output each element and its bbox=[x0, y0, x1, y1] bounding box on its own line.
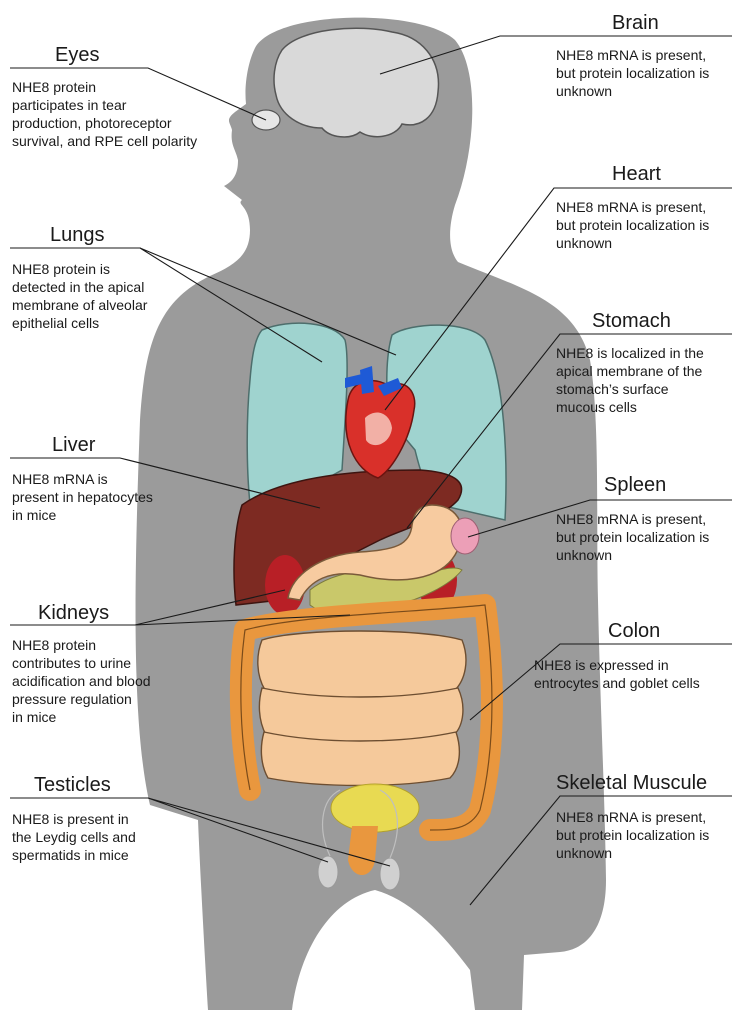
desc-line: stomach’s surface bbox=[556, 381, 669, 397]
skeletal-muscle-title: Skeletal Muscule bbox=[556, 772, 708, 794]
liver-desc: NHE8 mRNA is present in hepatocytes in m… bbox=[12, 470, 153, 524]
desc-line: pressure regulation bbox=[12, 691, 132, 707]
desc-line: participates in tear bbox=[12, 97, 127, 113]
stomach-leader bbox=[406, 333, 732, 529]
liver-leader bbox=[10, 457, 321, 509]
brain-leader bbox=[379, 35, 732, 75]
heart-title: Heart bbox=[612, 163, 661, 185]
callout-lines bbox=[10, 35, 732, 906]
spleen-title: Spleen bbox=[604, 474, 667, 496]
testicles-desc: NHE8 is present in the Leydig cells and … bbox=[12, 810, 136, 864]
desc-line: NHE8 is localized in the bbox=[556, 345, 704, 361]
desc-line: contributes to urine bbox=[12, 655, 132, 671]
lungs-desc: NHE8 protein is detected in the apical m… bbox=[12, 260, 147, 332]
brain-shape bbox=[273, 27, 440, 138]
lungs-leader bbox=[10, 247, 397, 363]
desc-line: detected in the apical bbox=[12, 279, 145, 295]
colon-desc: NHE8 is expressed in entrocytes and gobl… bbox=[534, 656, 700, 692]
eyes-title: Eyes bbox=[55, 44, 100, 66]
left-lung-shape bbox=[246, 322, 348, 522]
colon-leader bbox=[469, 643, 732, 721]
desc-line: apical membrane of the bbox=[556, 363, 703, 379]
desc-line: unknown bbox=[556, 845, 613, 861]
desc-line: acidification and blood bbox=[12, 673, 151, 689]
spleen-shape bbox=[450, 517, 480, 555]
desc-line: spermatids in mice bbox=[12, 847, 129, 863]
liver-title: Liver bbox=[52, 434, 96, 456]
desc-line: mucous cells bbox=[556, 399, 637, 415]
desc-line: NHE8 mRNA is present, bbox=[556, 809, 707, 825]
desc-line: membrane of alveolar bbox=[12, 297, 148, 313]
heart-leader bbox=[384, 187, 732, 411]
spleen-desc: NHE8 mRNA is present, but protein locali… bbox=[556, 510, 709, 564]
colon-title: Colon bbox=[608, 620, 661, 642]
stomach-desc: NHE8 is localized in the apical membrane… bbox=[556, 344, 704, 416]
brain-title: Brain bbox=[612, 12, 659, 34]
bladder-shape bbox=[330, 783, 420, 833]
desc-line: but protein localization is bbox=[556, 65, 710, 81]
lungs-title: Lungs bbox=[50, 224, 105, 246]
desc-line: NHE8 is present in bbox=[12, 811, 129, 827]
desc-line: but protein localization is bbox=[556, 529, 710, 545]
small-intestine-shape bbox=[257, 630, 467, 787]
desc-line: NHE8 mRNA is present, bbox=[556, 511, 707, 527]
left-kidney-shape bbox=[265, 555, 305, 615]
stomach-shape bbox=[287, 504, 463, 601]
desc-line: but protein localization is bbox=[556, 827, 710, 843]
desc-line: NHE8 mRNA is present, bbox=[556, 199, 707, 215]
desc-line: but protein localization is bbox=[556, 217, 710, 233]
desc-line: present in hepatocytes bbox=[12, 489, 153, 505]
desc-line: epithelial cells bbox=[12, 315, 100, 331]
desc-line: NHE8 is expressed in bbox=[534, 657, 669, 673]
genital-shape bbox=[348, 826, 378, 875]
desc-line: unknown bbox=[556, 83, 613, 99]
skeletal-muscle-desc: NHE8 mRNA is present, but protein locali… bbox=[556, 808, 709, 862]
eyes-leader bbox=[10, 67, 267, 121]
testicles-leader bbox=[10, 797, 391, 867]
desc-line: production, photoreceptor bbox=[12, 115, 172, 131]
desc-line: in mice bbox=[12, 709, 57, 725]
desc-line: NHE8 protein is bbox=[12, 261, 111, 277]
desc-line: entrocytes and goblet cells bbox=[534, 675, 700, 691]
heart-desc: NHE8 mRNA is present, but protein locali… bbox=[556, 198, 709, 252]
kidneys-leader bbox=[10, 589, 351, 626]
spleen-leader bbox=[467, 499, 732, 538]
stomach-title: Stomach bbox=[592, 310, 671, 332]
kidneys-title: Kidneys bbox=[38, 602, 110, 624]
left-testis-shape bbox=[317, 855, 339, 889]
skeletal-muscle-leader bbox=[469, 795, 732, 906]
colon-outline bbox=[240, 604, 493, 831]
right-testis-shape bbox=[379, 857, 401, 891]
desc-line: NHE8 protein bbox=[12, 79, 97, 95]
desc-line: NHE8 mRNA is present, bbox=[556, 47, 707, 63]
desc-line: the Leydig cells and bbox=[12, 829, 136, 845]
desc-line: unknown bbox=[556, 547, 613, 563]
desc-line: NHE8 protein bbox=[12, 637, 97, 653]
desc-line: unknown bbox=[556, 235, 613, 251]
brain-desc: NHE8 mRNA is present, but protein locali… bbox=[556, 46, 709, 100]
desc-line: NHE8 mRNA is bbox=[12, 471, 108, 487]
desc-line: in mice bbox=[12, 507, 57, 523]
heart-shape bbox=[345, 366, 416, 479]
kidneys-desc: NHE8 protein contributes to urine acidif… bbox=[12, 636, 151, 726]
eyes-desc: NHE8 protein participates in tear produc… bbox=[12, 78, 197, 150]
testicles-title: Testicles bbox=[34, 774, 111, 796]
desc-line: survival, and RPE cell polarity bbox=[12, 133, 198, 149]
